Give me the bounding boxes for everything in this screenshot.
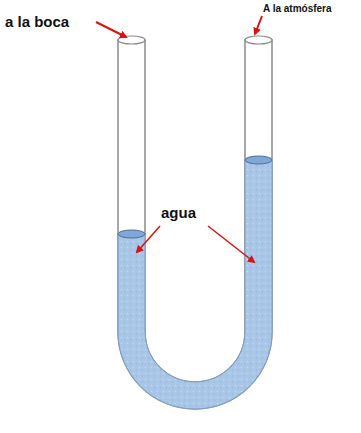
leader-arrow — [208, 226, 254, 262]
tube-opening — [245, 36, 272, 44]
glass-tube — [118, 40, 272, 409]
label-text: agua — [161, 205, 196, 220]
water-surface — [245, 156, 272, 164]
leader-arrow — [137, 226, 160, 252]
water-column — [118, 160, 272, 409]
water-surface — [118, 230, 145, 238]
leader-arrow — [96, 22, 126, 37]
label-text: a la boca — [5, 14, 69, 29]
tube-opening — [118, 36, 145, 44]
label-text: A la atmósfera — [263, 4, 332, 14]
leader-arrow — [255, 16, 262, 34]
